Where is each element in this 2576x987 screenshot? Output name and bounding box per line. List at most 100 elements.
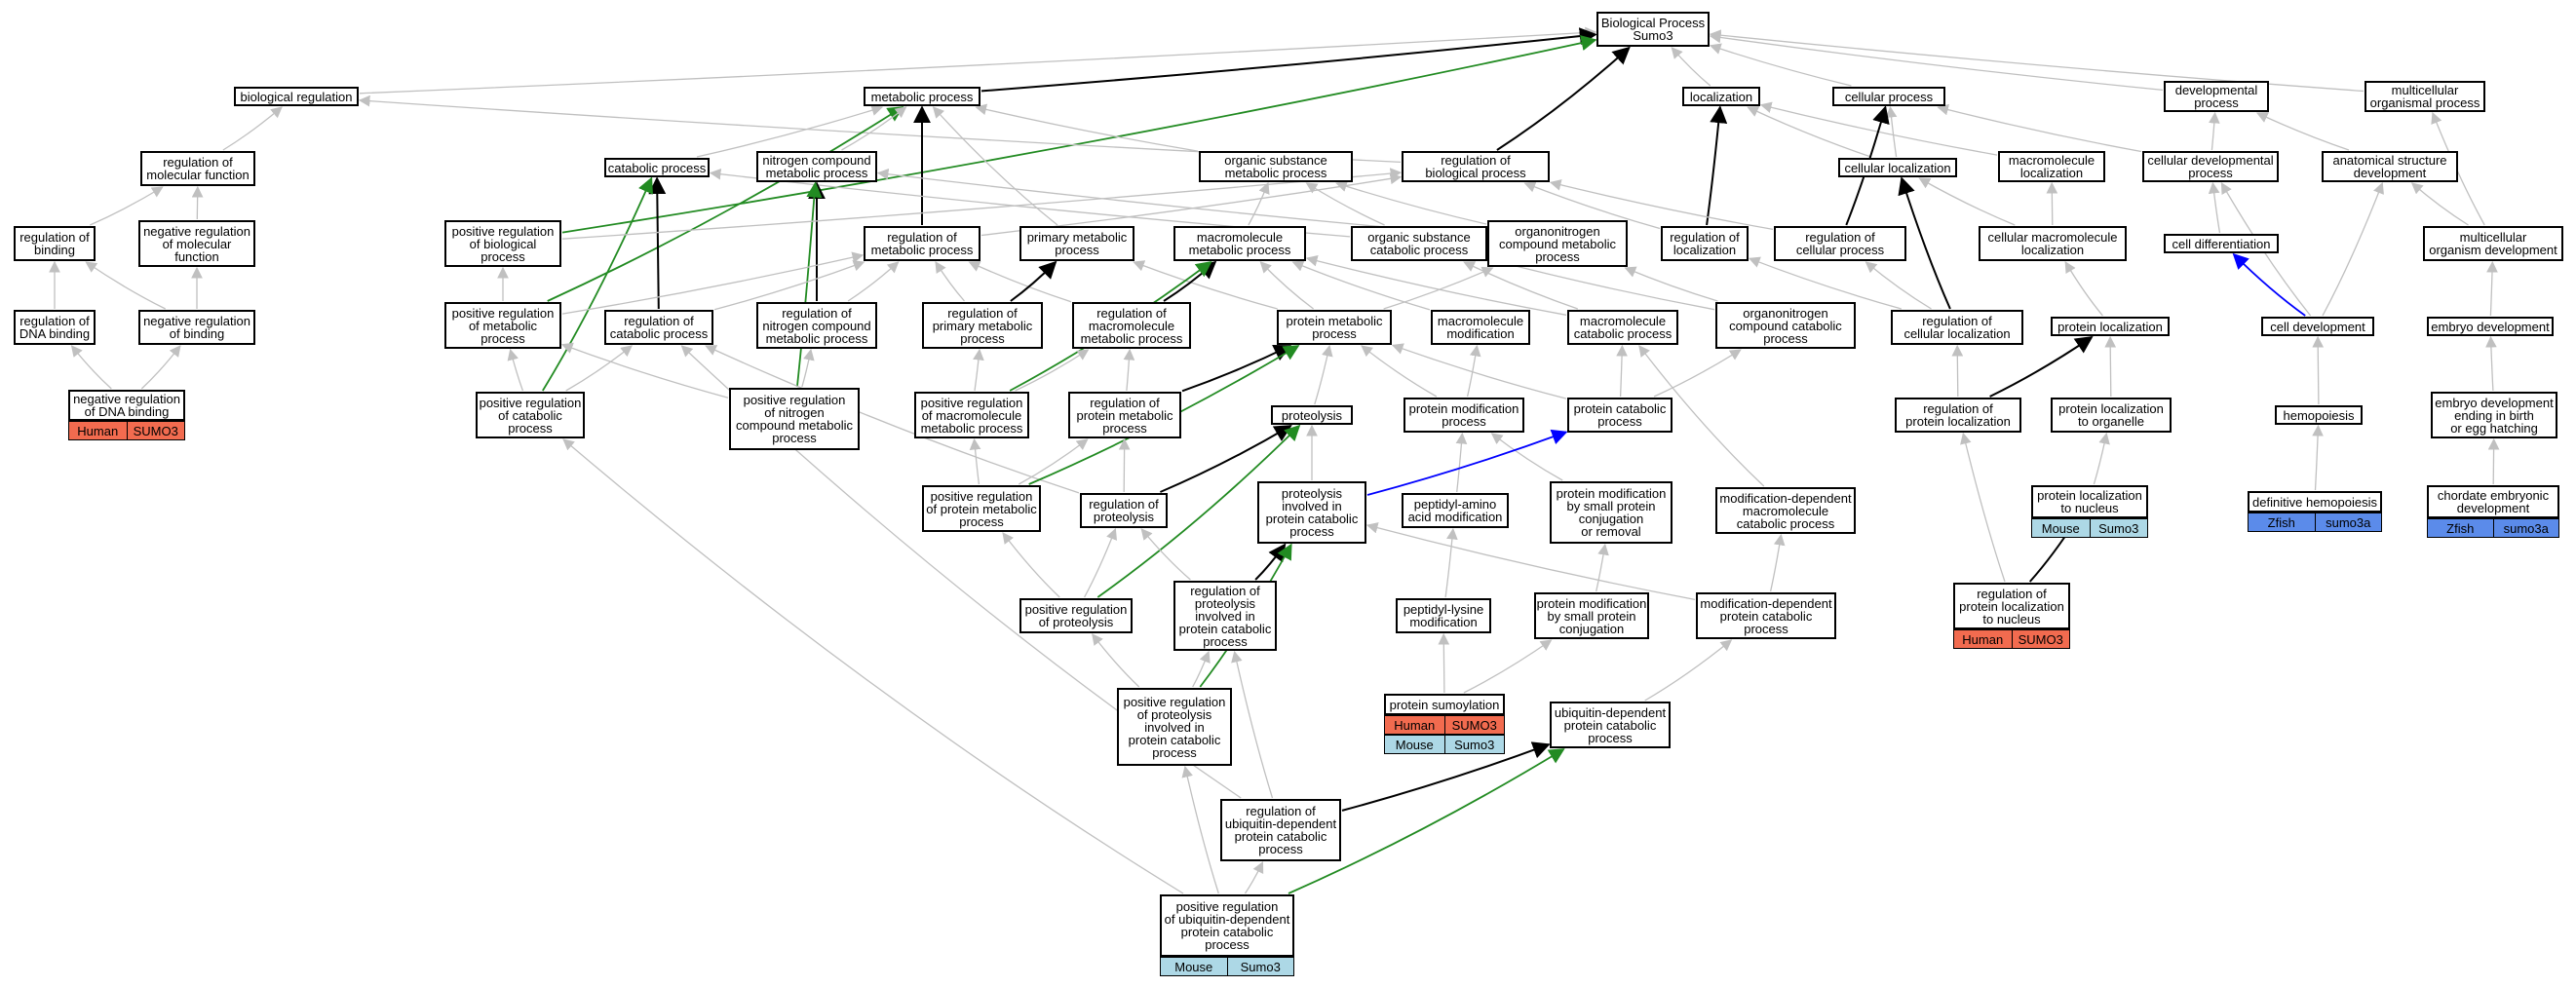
- go-term-node-posregudpcp[interactable]: positive regulation of ubiquitin-depende…: [1160, 894, 1294, 957]
- go-term-label: protein metabolic process: [1286, 314, 1383, 341]
- go-term-node-regcat[interactable]: regulation of catabolic process: [604, 310, 713, 345]
- go-term-node-posregprot[interactable]: positive regulation of proteolysis: [1019, 598, 1133, 633]
- go-term-node-celldevp[interactable]: cellular developmental process: [2142, 151, 2279, 182]
- go-term-node-peptaa[interactable]: peptidyl-amino acid modification: [1402, 493, 1509, 528]
- go-term-label: Biological Process Sumo3: [1600, 16, 1706, 43]
- go-term-node-proteolysis[interactable]: proteolysis: [1271, 405, 1353, 425]
- go-term-node-mod[interactable]: multicellular organism development: [2423, 226, 2563, 261]
- go-term-node-dev[interactable]: developmental process: [2164, 81, 2269, 112]
- go-term-node-mdmcp[interactable]: modification-dependent macromolecule cat…: [1715, 487, 1856, 534]
- go-term-node-asd[interactable]: anatomical structure development: [2322, 151, 2458, 182]
- go-term-node-regudpcp[interactable]: regulation of ubiquitin-dependent protei…: [1220, 799, 1341, 861]
- go-term-label: primary metabolic process: [1026, 230, 1128, 257]
- edge-cat-to-meta: [696, 104, 884, 158]
- go-term-node-nitro[interactable]: nitrogen compound metabolic process: [756, 151, 877, 182]
- go-term-node-loc[interactable]: localization: [1682, 87, 1760, 106]
- go-term-label: regulation of ubiquitin-dependent protei…: [1224, 804, 1337, 856]
- go-term-node-protlocn[interactable]: protein localization to nucleus: [2031, 485, 2148, 518]
- edge-regbind-to-regmf: [90, 186, 164, 226]
- go-term-node-posregmp[interactable]: positive regulation of metabolic process: [444, 302, 561, 349]
- go-term-node-regncmp[interactable]: regulation of nitrogen compound metaboli…: [756, 302, 877, 349]
- go-term-node-embhatch[interactable]: embryo development ending in birth or eg…: [2431, 392, 2557, 438]
- go-term-node-posregncmp[interactable]: positive regulation of nitrogen compound…: [729, 388, 860, 450]
- go-term-node-meta[interactable]: metabolic process: [864, 87, 980, 106]
- go-term-node-negdna[interactable]: negative regulation of DNA binding: [68, 390, 185, 421]
- go-term-label: macromolecule catabolic process: [1573, 314, 1672, 341]
- go-term-node-embdev[interactable]: embryo development: [2427, 317, 2554, 336]
- go-term-node-regdna[interactable]: regulation of DNA binding: [14, 310, 96, 345]
- go-term-node-cell[interactable]: cellular process: [1832, 87, 1945, 106]
- edge-posregprot-to-posregprotmp: [1002, 532, 1060, 598]
- edge-regprotlocn-to-regprotloc: [1960, 432, 2006, 583]
- go-term-node-celldev[interactable]: cell development: [2261, 317, 2374, 336]
- go-term-node-macmod[interactable]: macromolecule modification: [1431, 310, 1530, 345]
- go-term-node-onmp[interactable]: organonitrogen compound metabolic proces…: [1487, 220, 1628, 267]
- go-term-node-regprotloc[interactable]: regulation of protein localization: [1895, 398, 2021, 433]
- go-term-node-defhemo[interactable]: definitive hemopoiesis: [2248, 491, 2382, 512]
- go-term-node-peptlys[interactable]: peptidyl-lysine modification: [1396, 598, 1491, 633]
- go-term-node-regpmp[interactable]: regulation of primary metabolic process: [922, 302, 1043, 349]
- go-term-node-protcat[interactable]: protein catabolic process: [1567, 398, 1672, 433]
- go-term-node-regmf[interactable]: regulation of molecular function: [140, 151, 255, 186]
- go-term-node-mdpcp[interactable]: modification-dependent protein catabolic…: [1696, 592, 1836, 639]
- edge-embdev-to-mod: [2486, 260, 2498, 317]
- go-term-node-macloc[interactable]: macromolecule localization: [1998, 151, 2105, 182]
- go-term-node-oscp[interactable]: organic substance catabolic process: [1351, 226, 1487, 261]
- go-term-node-regloc[interactable]: regulation of localization: [1661, 226, 1749, 261]
- go-term-node-pmp[interactable]: primary metabolic process: [1019, 226, 1134, 261]
- go-term-label: proteolysis involved in protein cataboli…: [1265, 486, 1359, 539]
- go-term-node-regbind[interactable]: regulation of binding: [14, 226, 96, 261]
- go-term-node-cellloc[interactable]: cellular localization: [1838, 158, 1957, 177]
- go-term-node-pipcp[interactable]: proteolysis involved in protein cataboli…: [1257, 481, 1366, 544]
- go-term-node-protmp[interactable]: protein metabolic process: [1277, 310, 1392, 345]
- edge-cmacloc-to-cellloc: [1918, 177, 2016, 226]
- go-term-node-cmacloc[interactable]: cellular macromolecule localization: [1979, 226, 2127, 261]
- go-term-node-posregcat[interactable]: positive regulation of catabolic process: [476, 392, 585, 438]
- go-term-label: macromolecule metabolic process: [1188, 230, 1291, 257]
- go-term-node-onccp[interactable]: organonitrogen compound catabolic proces…: [1715, 302, 1856, 349]
- go-term-node-cat[interactable]: catabolic process: [604, 158, 710, 177]
- edge-onmp-to-osmp: [1335, 180, 1487, 225]
- go-term-node-posregprotmp[interactable]: positive regulation of protein metabolic…: [922, 485, 1041, 532]
- go-term-node-protloc[interactable]: protein localization: [2051, 317, 2170, 336]
- go-term-node-protloco[interactable]: protein localization to organelle: [2051, 398, 2172, 433]
- edge-breg-to-bp: [359, 26, 1597, 95]
- go-term-node-celldiff[interactable]: cell differentiation: [2164, 234, 2279, 253]
- go-term-node-posregbp[interactable]: positive regulation of biological proces…: [444, 220, 561, 267]
- go-term-node-posregmmp[interactable]: positive regulation of macromolecule met…: [914, 392, 1029, 438]
- go-term-node-bp[interactable]: Biological Process Sumo3: [1596, 12, 1710, 47]
- go-term-node-regprotlocn[interactable]: regulation of protein localization to nu…: [1953, 583, 2070, 629]
- go-term-node-regcp[interactable]: regulation of cellular process: [1774, 226, 1906, 261]
- edge-posregncmp-to-nitro: [796, 181, 823, 388]
- go-term-node-mmp[interactable]: macromolecule metabolic process: [1173, 226, 1306, 261]
- go-term-node-chordemb[interactable]: chordate embryonic development: [2427, 485, 2559, 518]
- go-term-node-regpipcp[interactable]: regulation of proteolysis involved in pr…: [1173, 581, 1277, 651]
- go-term-node-breg[interactable]: biological regulation: [234, 87, 359, 106]
- go-term-node-regprotmp[interactable]: regulation of protein metabolic process: [1068, 392, 1181, 438]
- go-term-label: chordate embryonic development: [2437, 488, 2550, 515]
- go-term-node-pmsp[interactable]: protein modification by small protein co…: [1550, 481, 1672, 544]
- go-term-node-osmp[interactable]: organic substance metabolic process: [1199, 151, 1353, 182]
- go-term-node-maccat[interactable]: macromolecule catabolic process: [1567, 310, 1678, 345]
- go-term-node-protmodp[interactable]: protein modification process: [1403, 398, 1524, 433]
- go-term-node-posregpipcp[interactable]: positive regulation of proteolysis invol…: [1117, 688, 1232, 766]
- go-term-node-regbp[interactable]: regulation of biological process: [1402, 151, 1550, 182]
- edge-pmsp-to-protmodp: [1490, 433, 1563, 481]
- go-term-node-mcop[interactable]: multicellular organismal process: [2365, 81, 2485, 112]
- go-term-node-regmp[interactable]: regulation of metabolic process: [864, 226, 980, 261]
- go-term-label: anatomical structure development: [2332, 153, 2447, 180]
- go-term-node-sumo[interactable]: protein sumoylation: [1384, 694, 1505, 715]
- go-term-node-negregmf[interactable]: negative regulation of molecular functio…: [138, 220, 255, 267]
- edge-regudpcp-to-regpipcp: [1231, 650, 1274, 799]
- go-term-node-udpcp[interactable]: ubiquitin-dependent protein catabolic pr…: [1550, 702, 1671, 748]
- go-term-node-regmmp[interactable]: regulation of macromolecule metabolic pr…: [1072, 302, 1191, 349]
- edge-regloc-to-regbp: [1523, 181, 1661, 230]
- go-term-node-negbind[interactable]: negative regulation of binding: [138, 310, 255, 345]
- go-term-node-hemo[interactable]: hemopoiesis: [2275, 405, 2363, 425]
- edge-negdna-to-negbind: [140, 345, 181, 390]
- go-term-node-regcellloc[interactable]: regulation of cellular localization: [1891, 310, 2023, 345]
- go-term-node-regproteolysis[interactable]: regulation of proteolysis: [1080, 493, 1168, 528]
- gene-label: SUMO3: [126, 422, 185, 439]
- go-term-node-pmspc[interactable]: protein modification by small protein co…: [1534, 592, 1649, 639]
